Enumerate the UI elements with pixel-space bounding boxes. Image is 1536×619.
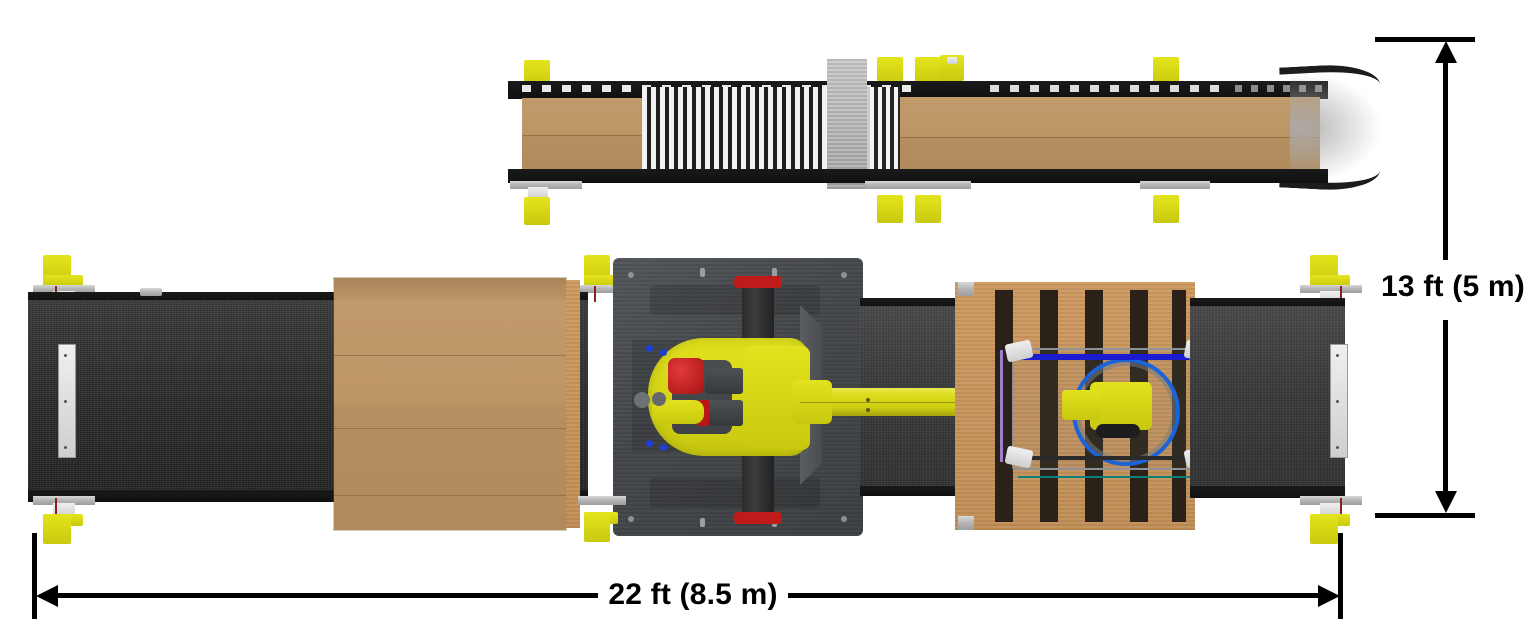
height-arrow-down-icon: [1435, 491, 1457, 513]
elevation-roller-bed: [642, 87, 827, 175]
infeed-conveyor-rail-top: [28, 292, 588, 302]
column-cap-bottom: [734, 512, 782, 524]
gripper-wrist: [1062, 390, 1102, 420]
pallet-foot: [958, 282, 974, 296]
carton-seam: [334, 355, 566, 356]
base-plate-bolt: [841, 516, 847, 522]
base-plate-bolt: [628, 272, 634, 278]
carton-end-face: [566, 280, 580, 528]
height-extension-line-bottom: [1375, 513, 1475, 518]
robot-motor-housing: [705, 400, 743, 426]
arm-seam: [800, 402, 1068, 403]
height-extension-line-top: [1375, 37, 1475, 42]
base-plate-bolt: [628, 516, 634, 522]
arm-bolt: [866, 408, 870, 412]
width-dimension-shaft-left: [56, 593, 598, 598]
robot-motor-housing: [705, 368, 743, 394]
side-plate-bolt: [64, 354, 67, 357]
side-plate-bolt: [1336, 446, 1339, 449]
outfeed-conveyor-rail-bottom: [1190, 486, 1345, 498]
pallet-foot: [958, 516, 974, 530]
carton-seam: [900, 137, 1320, 138]
gripper-flange: [1096, 424, 1140, 438]
overall-width-dimension: 22 ft (8.5 m): [20, 525, 1360, 619]
base-fitting: [652, 392, 666, 406]
connector-blue-icon: [646, 345, 653, 352]
mid-conveyor-rail-top: [860, 298, 1000, 308]
carton-seam: [334, 495, 566, 496]
conveyor-elevation-view: [500, 25, 1381, 225]
connector-blue-icon: [660, 349, 667, 356]
outfeed-conveyor-belt: [1190, 306, 1345, 492]
width-dimension-shaft-right: [788, 593, 1320, 598]
outfeed-conveyor-rail-top: [1190, 298, 1345, 308]
connector-blue-icon: [646, 440, 653, 447]
width-arrow-left-icon: [36, 585, 58, 607]
width-arrow-right-icon: [1318, 585, 1340, 607]
overall-height-dimension: 13 ft (5 m): [1370, 20, 1536, 530]
height-dimension-shaft-lower: [1443, 320, 1448, 496]
carton-top-chamfer: [334, 278, 566, 300]
conveyor-tab: [140, 288, 162, 296]
conveyor-side-plate: [58, 344, 76, 458]
connector-blue-icon: [660, 444, 667, 451]
gripper-cable-violet: [1000, 350, 1003, 462]
conveyor-bottom-rail: [508, 169, 1328, 183]
gripper-rail: [1012, 354, 1208, 360]
conveyor-side-plate: [1330, 344, 1348, 458]
rail-dash-pattern: [1235, 85, 1330, 92]
arm-bolt: [866, 398, 870, 402]
elevation-transfer-block: [827, 59, 867, 189]
base-plate-bolt: [700, 518, 705, 527]
elevation-roller-bed: [870, 87, 900, 173]
robot-motor-red: [668, 358, 704, 394]
side-plate-bolt: [64, 446, 67, 449]
width-dimension-label: 22 ft (8.5 m): [608, 578, 778, 611]
base-fitting: [634, 392, 650, 408]
rail-dash-pattern: [990, 85, 1230, 92]
palletizing-cell-plan-view: [0, 250, 1400, 545]
side-plate-bolt: [1336, 400, 1339, 403]
column-cap-top: [734, 276, 782, 288]
pallet-slot: [995, 290, 1013, 522]
height-dimension-label: 13 ft (5 m): [1381, 270, 1525, 303]
width-extension-line-left: [32, 533, 37, 619]
gripper-cable-teal: [1018, 476, 1238, 478]
conveyor-tail-curve: [1279, 62, 1381, 105]
elevation-outfeed-carton: [900, 97, 1320, 175]
height-dimension-shaft-upper: [1443, 60, 1448, 260]
carton-body: [334, 278, 566, 530]
carton-seam: [522, 135, 642, 136]
side-plate-bolt: [64, 400, 67, 403]
base-plate-recess: [650, 478, 820, 508]
height-arrow-up-icon: [1435, 41, 1457, 63]
conveyor-tail-fade: [1290, 73, 1380, 183]
base-plate-recess: [650, 285, 820, 315]
carton-seam: [334, 428, 566, 429]
base-plate-bolt: [841, 272, 847, 278]
base-plate-bolt: [772, 268, 777, 277]
side-plate-bolt: [1336, 354, 1339, 357]
width-extension-line-right: [1338, 533, 1343, 619]
mid-conveyor-rail-bottom: [860, 486, 1000, 496]
gripper-rail: [1012, 456, 1208, 460]
base-plate-bolt: [700, 268, 705, 277]
